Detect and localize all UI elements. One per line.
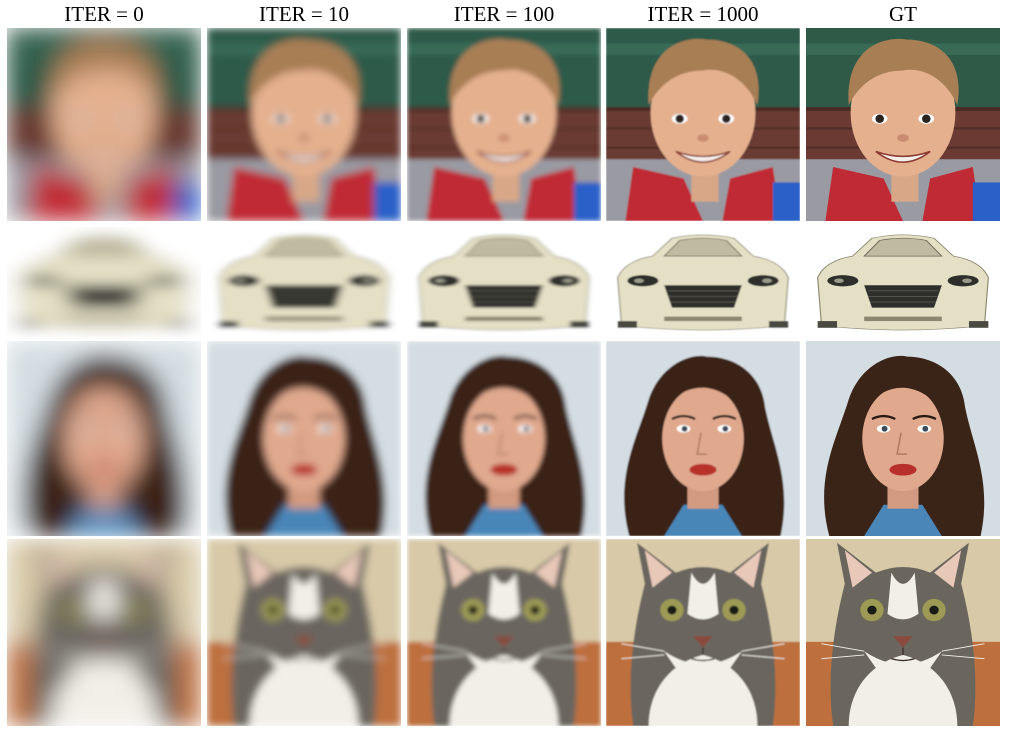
header-iter-10: ITER = 10 <box>259 2 349 26</box>
woman-illustration <box>7 341 201 536</box>
car-illustration <box>7 227 201 339</box>
car-image-iter-100 <box>407 227 601 339</box>
cat-image-iter-100 <box>407 539 601 726</box>
cat-illustration <box>407 539 601 726</box>
boy-illustration <box>7 28 201 221</box>
cat-illustration <box>806 539 1000 726</box>
woman-illustration <box>806 341 1000 536</box>
car-illustration <box>407 227 601 339</box>
car-illustration <box>207 227 401 339</box>
cat-illustration <box>606 539 800 726</box>
header-iter-100: ITER = 100 <box>453 2 555 26</box>
boy-illustration <box>207 28 401 221</box>
boy-illustration <box>407 28 601 221</box>
cat-image-iter-1000 <box>606 539 800 726</box>
woman-image-iter-10 <box>207 341 401 536</box>
boy-illustration <box>806 28 1000 221</box>
cat-image-gt <box>806 539 1000 726</box>
woman-illustration <box>606 341 800 536</box>
woman-image-iter-100 <box>407 341 601 536</box>
car-image-iter-0 <box>7 227 201 339</box>
woman-image-gt <box>806 341 1000 536</box>
cat-image-iter-0 <box>7 539 201 726</box>
car-image-iter-10 <box>207 227 401 339</box>
header-iter-0: ITER = 0 <box>64 2 144 26</box>
cat-illustration <box>7 539 201 726</box>
car-illustration <box>606 227 800 339</box>
boy-image-gt <box>806 28 1000 221</box>
cat-image-iter-10 <box>207 539 401 726</box>
boy-image-iter-10 <box>207 28 401 221</box>
car-image-gt <box>806 227 1000 339</box>
woman-image-iter-1000 <box>606 341 800 536</box>
header-iter-1000: ITER = 1000 <box>647 2 759 26</box>
woman-image-iter-0 <box>7 341 201 536</box>
boy-image-iter-0 <box>7 28 201 221</box>
woman-illustration <box>407 341 601 536</box>
boy-illustration <box>606 28 800 221</box>
car-illustration <box>806 227 1000 339</box>
boy-image-iter-1000 <box>606 28 800 221</box>
header-gt: GT <box>889 2 917 26</box>
cat-illustration <box>207 539 401 726</box>
boy-image-iter-100 <box>407 28 601 221</box>
car-image-iter-1000 <box>606 227 800 339</box>
woman-illustration <box>207 341 401 536</box>
